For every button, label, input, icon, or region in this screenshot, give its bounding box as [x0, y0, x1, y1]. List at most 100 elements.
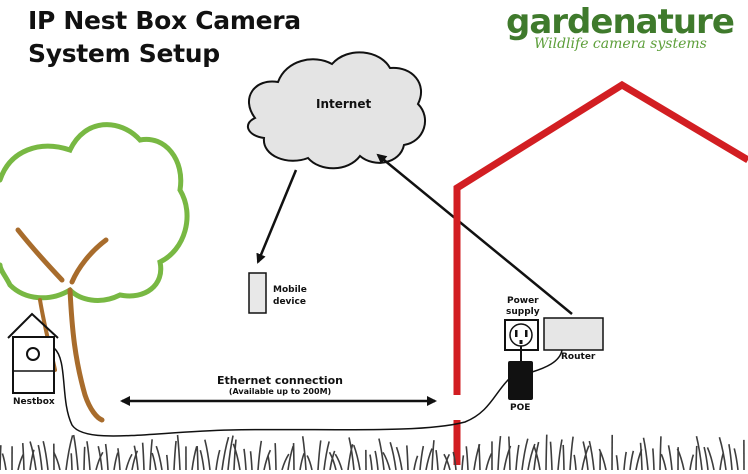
- tree-trunk: [70, 290, 102, 420]
- grass-blade: [205, 440, 210, 470]
- grass-blade: [570, 437, 573, 470]
- grass-blade: [2, 453, 6, 470]
- grass-blade: [174, 441, 176, 470]
- router: [544, 318, 603, 350]
- grass-blade: [522, 439, 528, 470]
- grass-blade: [669, 445, 672, 470]
- router-label: Router: [561, 352, 595, 362]
- nestbox-label: Nestbox: [13, 397, 55, 407]
- grass-blade: [479, 444, 480, 470]
- grass-blade: [707, 447, 714, 470]
- grass-blade: [486, 453, 492, 470]
- title-line-1: IP Nest Box Camera: [28, 4, 301, 37]
- grass-blade: [98, 446, 102, 470]
- grass-blade: [156, 446, 162, 470]
- grass-blade: [558, 439, 562, 470]
- arrow-internet-to-mobile: [258, 170, 296, 262]
- grass-blade: [275, 443, 276, 470]
- grass-blade: [268, 456, 270, 470]
- grass-blade: [616, 455, 618, 470]
- nestbox: [8, 314, 58, 393]
- grass-blade: [546, 435, 547, 470]
- grass-blade: [43, 441, 48, 470]
- grass-blade: [661, 454, 666, 470]
- grass-blade: [466, 446, 468, 470]
- grass-blade: [414, 456, 418, 470]
- grass-blade: [71, 453, 72, 470]
- grass-blade: [653, 448, 654, 470]
- poe-injector: [508, 361, 533, 400]
- grass-blade: [84, 447, 85, 470]
- tree-branch-right: [72, 240, 106, 282]
- page-title: IP Nest Box Camera System Setup: [28, 4, 301, 70]
- grass-blade: [288, 446, 293, 470]
- mobile-device-label: Mobile device: [273, 284, 307, 308]
- grass-blade: [630, 451, 633, 470]
- internet-label: Internet: [316, 97, 371, 111]
- power-label-line-2: supply: [506, 307, 540, 318]
- grass-blade: [354, 445, 360, 470]
- grass-blade: [390, 442, 396, 470]
- power-label-line-1: Power: [506, 296, 540, 307]
- house-outline: [457, 85, 748, 465]
- brand-logo: gardenature Wildlife camera systems: [506, 2, 742, 52]
- grass-blade: [300, 453, 304, 470]
- grass-blade: [38, 445, 42, 470]
- router-cable: [532, 350, 562, 372]
- grass-blade: [126, 454, 132, 470]
- grass-blade: [244, 449, 246, 470]
- grass-blade: [407, 445, 408, 470]
- grass-blade: [641, 443, 642, 470]
- grass-blade: [370, 455, 372, 470]
- grass-blade: [589, 441, 594, 470]
- grass-blade: [0, 445, 1, 470]
- grass-blade: [318, 440, 321, 470]
- grass-blade: [87, 441, 90, 470]
- grass-blade: [734, 448, 738, 470]
- grass-blade: [228, 436, 233, 470]
- grass-blade: [307, 455, 312, 470]
- grass-blade: [178, 435, 180, 470]
- grass-blade: [200, 450, 204, 470]
- grass-blade: [152, 453, 156, 470]
- grass-blade: [624, 452, 626, 470]
- grass-blade: [704, 447, 708, 470]
- grass-blade: [106, 444, 108, 470]
- grass: [0, 435, 744, 470]
- grass-blade: [143, 443, 144, 470]
- grass-blade: [258, 441, 261, 470]
- grass-blade: [74, 435, 78, 470]
- grass-blade: [720, 453, 723, 470]
- grass-blade: [660, 436, 661, 470]
- grass-blade: [23, 443, 24, 470]
- grass-blade: [696, 436, 702, 470]
- power-supply-label: Power supply: [506, 296, 540, 318]
- grass-blade: [197, 446, 198, 470]
- grass-blade: [509, 437, 510, 470]
- ethernet-title: Ethernet connection: [180, 374, 380, 387]
- grass-blade: [222, 437, 229, 470]
- grass-blade: [375, 451, 378, 470]
- grass-blade: [436, 450, 438, 470]
- grass-blade: [729, 444, 732, 470]
- ethernet-note: (Available up to 200M): [180, 387, 380, 397]
- grass-blade: [690, 455, 693, 470]
- grass-blade: [498, 436, 500, 470]
- poe-label: POE: [510, 403, 530, 413]
- power-supply: [505, 320, 538, 350]
- grass-blade: [516, 445, 519, 470]
- grass-blade: [462, 455, 463, 470]
- grass-blade: [18, 454, 23, 470]
- grass-blade: [574, 455, 576, 470]
- grass-blade: [583, 442, 588, 470]
- grass-blade: [420, 446, 423, 470]
- tree-branch-left: [18, 230, 62, 280]
- grass-blade: [426, 449, 432, 470]
- grass-blade: [324, 441, 329, 470]
- title-line-2: System Setup: [28, 37, 301, 70]
- grass-blade: [192, 446, 197, 470]
- grass-blade: [696, 446, 697, 470]
- grass-blade: [150, 439, 152, 470]
- mobile-label-line-1: Mobile: [273, 284, 307, 296]
